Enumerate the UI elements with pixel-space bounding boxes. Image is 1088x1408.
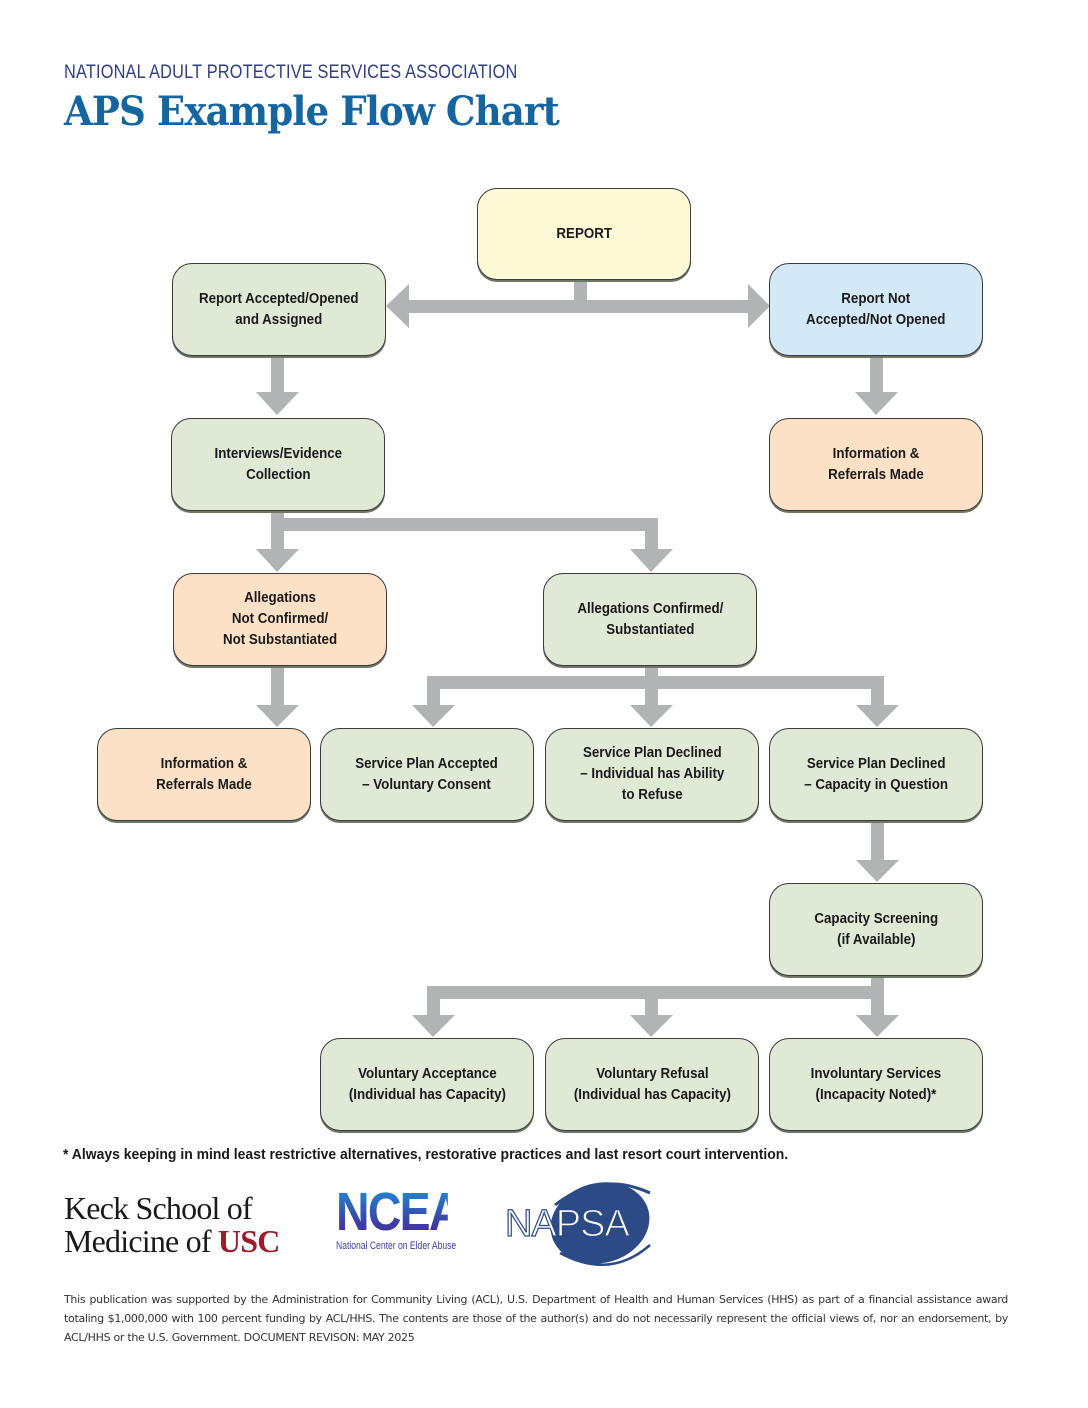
arrow-head-to-not-accepted [748,284,770,328]
arrow-to-vol-refusal-drop [645,986,658,1016]
keck-logo-line2: Medicine of USC [64,1225,280,1258]
node-voluntary-refusal-label: Voluntary Refusal (Individual has Capaci… [573,1065,731,1103]
arrow-to-vol-acceptance-drop [427,986,440,1016]
napsa-logo-text: NAPSA [505,1203,630,1245]
node-plan-accepted: Service Plan Accepted – Voluntary Consen… [320,728,534,821]
node-allegations-not-confirmed: Allegations Not Confirmed/ Not Substanti… [173,573,387,666]
node-allegations-confirmed: Allegations Confirmed/ Substantiated [543,573,757,666]
arrow-head-to-screening [856,860,899,882]
footnote: * Always keeping in mind least restricti… [63,1146,789,1163]
arrow-not-accepted-stem [870,356,883,393]
node-voluntary-acceptance: Voluntary Acceptance (Individual has Cap… [320,1038,534,1131]
arrow-report-horizontal [408,300,753,313]
arrow-report-stem [574,280,587,302]
arrow-to-plan-capacity-drop [871,676,884,706]
arrow-head-to-info-left [256,705,299,727]
node-allegations-confirmed-label: Allegations Confirmed/ Substantiated [576,600,724,638]
page-title: APS Example Flow Chart [64,88,560,135]
node-capacity-screening-label: Capacity Screening (if Available) [814,910,938,948]
node-info-referrals-left: Information & Referrals Made [97,728,311,821]
arrow-head-to-involuntary [856,1015,899,1037]
arrow-head-to-confirmed [630,549,673,572]
node-interviews-label: Interviews/Evidence Collection [214,445,342,483]
keck-logo-usc: USC [217,1223,280,1259]
keck-usc-logo: Keck School of Medicine of USC [64,1192,280,1258]
arrow-head-to-interviews [256,392,299,415]
node-plan-declined-ability: Service Plan Declined – Individual has A… [545,728,759,821]
arrow-head-to-vol-refusal [630,1015,673,1037]
arrow-head-to-plan-accepted [412,705,455,727]
node-info-referrals-left-label: Information & Referrals Made [156,755,252,793]
node-report-not-accepted-label: Report Not Accepted/Not Opened [806,290,946,328]
arrow-to-plan-accepted-drop [427,676,440,706]
arrow-accepted-stem [271,356,284,393]
arrow-head-to-info-right [855,392,898,415]
arrow-head-to-plan-capacity [856,705,899,727]
napsa-logo-swoosh-bottom [559,1244,651,1266]
node-report: REPORT [477,188,691,280]
node-involuntary-services: Involuntary Services (Incapacity Noted)* [769,1038,983,1131]
node-report-not-accepted: Report Not Accepted/Not Opened [769,263,983,356]
node-plan-accepted-label: Service Plan Accepted – Voluntary Consen… [355,755,499,793]
arrow-confirmed-horizontal [427,676,884,689]
node-report-accepted: Report Accepted/Opened and Assigned [172,263,386,356]
organization-name: NATIONAL ADULT PROTECTIVE SERVICES ASSOC… [64,62,518,83]
funding-disclaimer: This publication was supported by the Ad… [64,1293,1008,1344]
arrow-interviews-horizontal [271,518,658,531]
node-plan-declined-ability-label: Service Plan Declined – Individual has A… [579,745,725,803]
node-allegations-not-confirmed-label: Allegations Not Confirmed/ Not Substanti… [222,590,338,648]
napsa-logo-swoosh-top [554,1182,651,1207]
node-capacity-screening: Capacity Screening (if Available) [769,883,983,976]
node-interviews: Interviews/Evidence Collection [171,418,385,511]
ncea-logo-fullname: National Center on Elder Abuse [336,1240,457,1252]
arrow-head-to-plan-ability [630,705,673,727]
arrow-not-confirmed-stem [271,666,284,706]
ncea-logo-acronym: NCEA [336,1182,462,1242]
keck-logo-line1: Keck School of [64,1190,253,1226]
node-involuntary-services-label: Involuntary Services (Incapacity Noted)* [810,1065,942,1103]
node-plan-declined-capacity: Service Plan Declined – Capacity in Ques… [769,728,983,821]
node-voluntary-acceptance-label: Voluntary Acceptance (Individual has Cap… [348,1065,506,1103]
node-report-label: REPORT [556,225,612,242]
node-report-accepted-label: Report Accepted/Opened and Assigned [199,290,359,328]
node-voluntary-refusal: Voluntary Refusal (Individual has Capaci… [545,1038,759,1131]
arrow-to-confirmed-drop [645,518,658,551]
node-info-referrals-right: Information & Referrals Made [769,418,983,511]
arrow-plan-capacity-stem [871,821,884,861]
napsa-logo-oval [550,1182,650,1264]
keck-logo-medicine: Medicine of [64,1223,218,1259]
node-plan-declined-capacity-label: Service Plan Declined – Capacity in Ques… [804,755,948,793]
arrow-head-to-vol-acceptance [412,1015,455,1037]
arrow-head-to-accepted [386,284,409,328]
ncea-logo: NCEA National Center on Elder Abuse [336,1182,466,1260]
node-info-referrals-right-label: Information & Referrals Made [828,445,924,483]
napsa-logo: NAPSA [504,1182,651,1266]
arrow-head-to-not-confirmed [256,549,299,572]
